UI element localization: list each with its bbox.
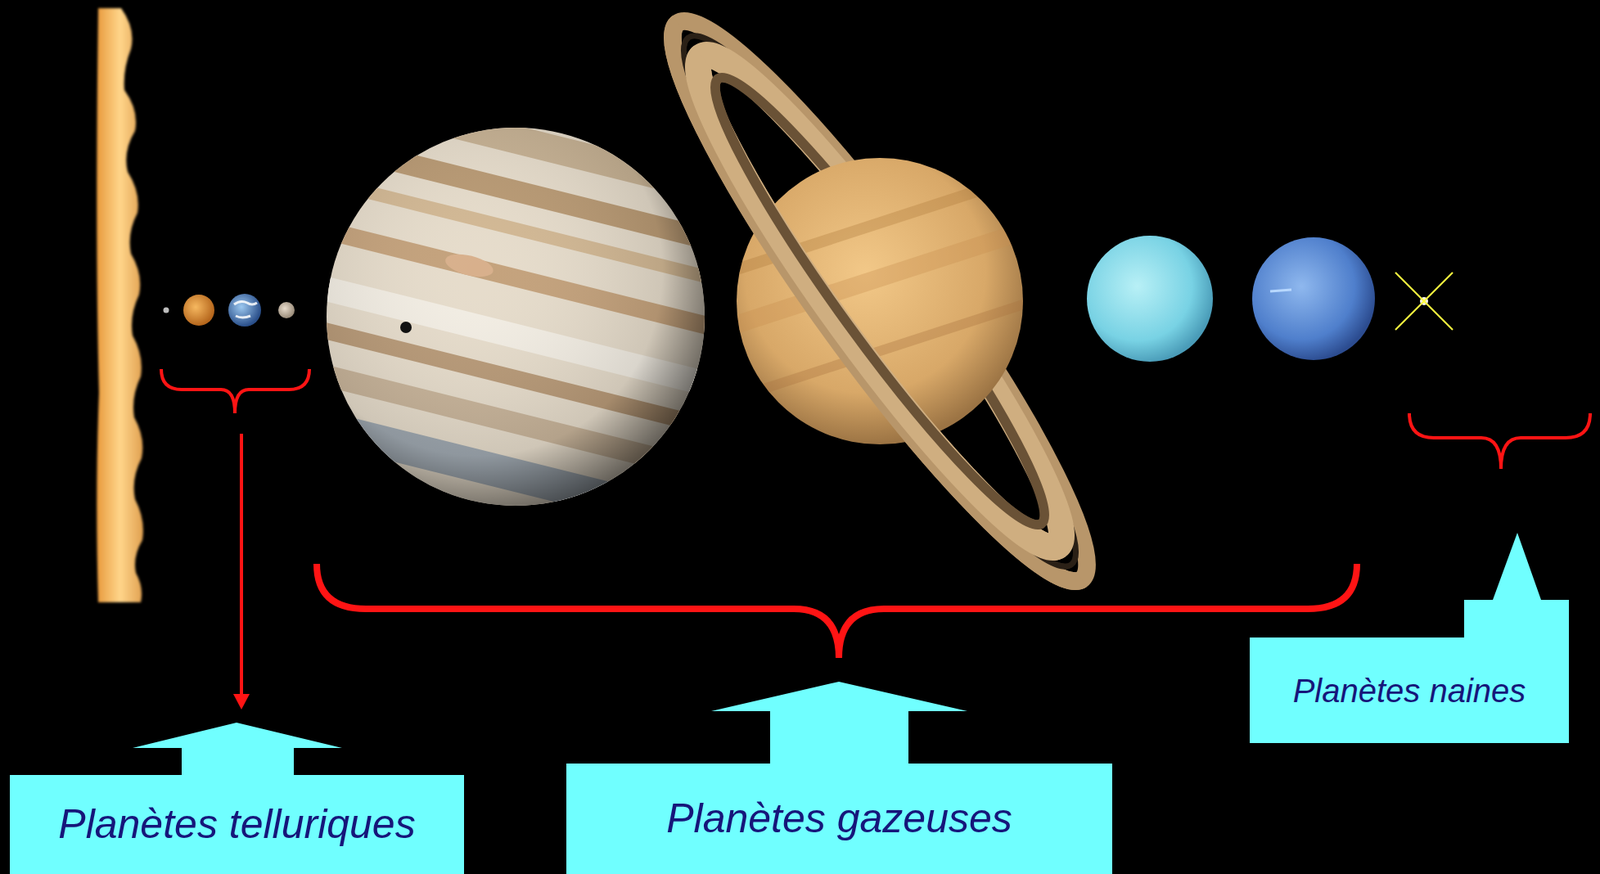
callout-label: Planètes telluriques [58,801,415,849]
callout-box: Planètes telluriques [9,775,465,874]
callout-label: Planètes naines [1293,671,1527,710]
callout-box: Planètes naines [1249,637,1569,744]
callout-label: Planètes gazeuses [666,795,1013,843]
callout-box: Planètes gazeuses [566,763,1113,874]
